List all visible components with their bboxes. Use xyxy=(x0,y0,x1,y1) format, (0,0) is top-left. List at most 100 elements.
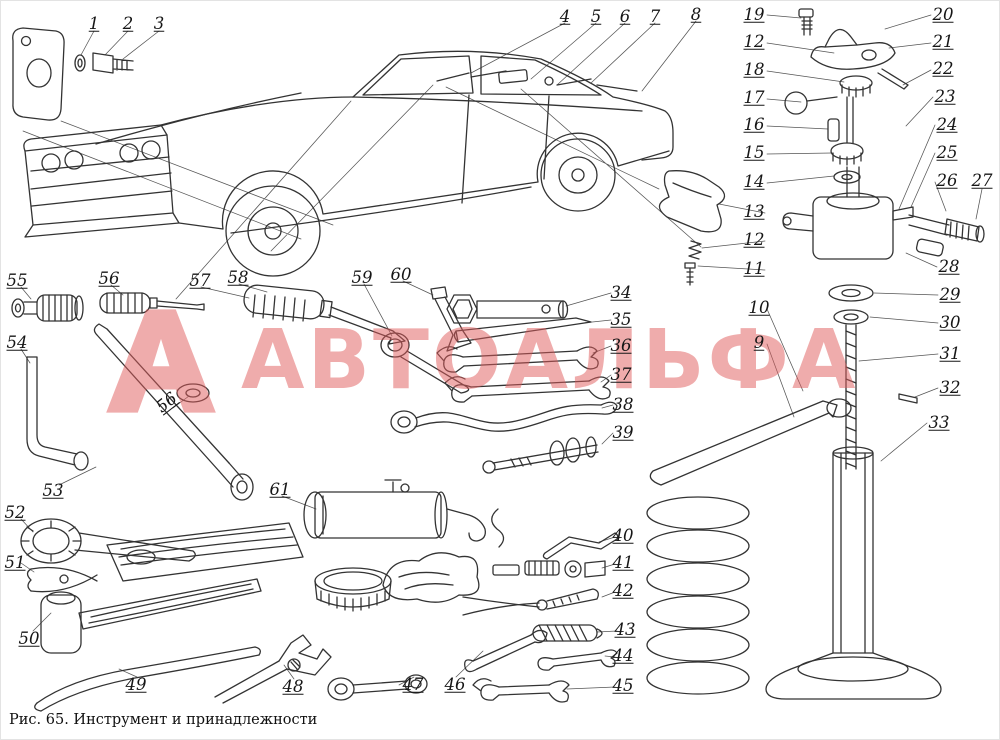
combination-pliers xyxy=(462,588,599,616)
part-number-14: 14 xyxy=(743,171,765,191)
tool-screwdriver-blade xyxy=(430,286,472,352)
part-number-12: 12 xyxy=(743,31,765,51)
part-number-13: 13 xyxy=(743,201,765,221)
part-number-45: 45 xyxy=(612,675,634,695)
part-number-49: 49 xyxy=(125,674,147,694)
washer-illustration xyxy=(176,383,210,403)
part-number-21: 21 xyxy=(932,31,954,51)
tool-screwdriver-large xyxy=(243,284,406,345)
part-number-60: 60 xyxy=(390,264,412,284)
part-number-40: 40 xyxy=(612,525,634,545)
part-number-57: 57 xyxy=(189,270,211,290)
part-number-56: 56 xyxy=(98,268,120,288)
part-number-46: 46 xyxy=(444,674,466,694)
part-number-24: 24 xyxy=(936,114,958,134)
tool-hammer xyxy=(40,578,262,654)
grease-gun xyxy=(303,479,486,542)
part-number-12: 12 xyxy=(743,229,765,249)
part-number-28: 28 xyxy=(938,256,960,276)
wood-block xyxy=(106,522,304,582)
part-number-37: 37 xyxy=(610,364,632,384)
part-number-27: 27 xyxy=(971,170,993,190)
part-number-17: 17 xyxy=(743,87,765,107)
tool-s-wrench xyxy=(390,401,618,434)
part-number-26: 26 xyxy=(936,170,958,190)
part-number-54: 54 xyxy=(6,332,28,352)
tool-box-wrench xyxy=(380,332,470,394)
part-number-42: 42 xyxy=(612,580,634,600)
part-number-41: 41 xyxy=(612,552,634,572)
part-number-47: 47 xyxy=(402,674,424,694)
tool-ring-spanner xyxy=(20,518,196,564)
part-number-25: 25 xyxy=(936,142,958,162)
tools-illustration xyxy=(11,284,619,712)
open-end-wrench-44 xyxy=(537,649,618,671)
part-number-8: 8 xyxy=(690,4,702,24)
tool-46 xyxy=(464,629,548,673)
part-number-23: 23 xyxy=(934,86,956,106)
jack-handle-lever-illustration xyxy=(649,398,852,486)
tool-wheel-brace xyxy=(93,323,254,501)
wire-hook xyxy=(491,508,505,548)
part-number-43: 43 xyxy=(614,619,636,639)
tool-open-end-wrench-36 xyxy=(436,346,599,373)
part-number-15: 15 xyxy=(743,142,765,162)
cloth-rag xyxy=(382,552,480,603)
part-number-7: 7 xyxy=(649,6,661,26)
figure-caption: Рис. 65. Инструмент и принадлежности xyxy=(9,712,318,728)
part-number-34: 34 xyxy=(610,282,632,302)
bracket-plate-illustration xyxy=(12,27,65,121)
part-number-18: 18 xyxy=(743,59,765,79)
open-end-wrench-45 xyxy=(472,678,570,703)
part-number-61: 61 xyxy=(269,479,291,499)
part-number-55: 55 xyxy=(6,270,28,290)
jack-illustration xyxy=(649,8,985,700)
tool-screwdriver-small xyxy=(99,292,205,314)
part-number-29: 29 xyxy=(939,284,961,304)
part-number-2: 2 xyxy=(122,13,134,33)
ring-wrench-small xyxy=(327,674,428,701)
bent-rod xyxy=(542,532,619,560)
bolt-washer-illustration xyxy=(74,52,134,74)
part-number-1: 1 xyxy=(88,13,100,33)
part-number-4: 4 xyxy=(559,6,571,26)
part-number-11: 11 xyxy=(743,258,765,278)
tool-valve-tool xyxy=(482,436,599,474)
part-number-53: 53 xyxy=(42,480,64,500)
part-number-22: 22 xyxy=(932,58,954,78)
tool-pliers-small xyxy=(26,566,98,593)
tool-hex-key xyxy=(26,356,89,471)
part-number-36: 36 xyxy=(610,335,632,355)
stowed-tools-illustration xyxy=(436,69,638,92)
part-number-39: 39 xyxy=(612,422,634,442)
tool-socket-driver xyxy=(11,294,84,322)
part-number-20: 20 xyxy=(932,4,954,24)
part-number-52: 52 xyxy=(4,502,26,522)
small-parts-illustration xyxy=(658,170,726,286)
part-number-35: 35 xyxy=(610,309,632,329)
part-number-10: 10 xyxy=(748,297,770,317)
part-number-31: 31 xyxy=(939,343,961,363)
tool-open-end-wrench-37 xyxy=(444,376,611,403)
part-number-3: 3 xyxy=(153,13,165,33)
tool-drift-punch xyxy=(453,317,592,343)
part-number-58: 58 xyxy=(227,267,249,287)
part-number-9: 9 xyxy=(753,332,765,352)
bit-set xyxy=(492,560,606,578)
spring-clip xyxy=(532,624,603,642)
tire-lever xyxy=(34,646,261,712)
part-number-6: 6 xyxy=(619,6,631,26)
car-illustration xyxy=(23,50,674,277)
part-number-50: 50 xyxy=(18,628,40,648)
part-number-44: 44 xyxy=(612,645,634,665)
grease-tin xyxy=(314,567,392,612)
part-number-51: 51 xyxy=(4,552,26,572)
part-number-16: 16 xyxy=(743,114,765,134)
part-number-48: 48 xyxy=(282,676,304,696)
part-number-38: 38 xyxy=(612,394,634,414)
part-number-32: 32 xyxy=(939,377,961,397)
part-number-59: 59 xyxy=(351,267,373,287)
part-number-5: 5 xyxy=(590,6,602,26)
